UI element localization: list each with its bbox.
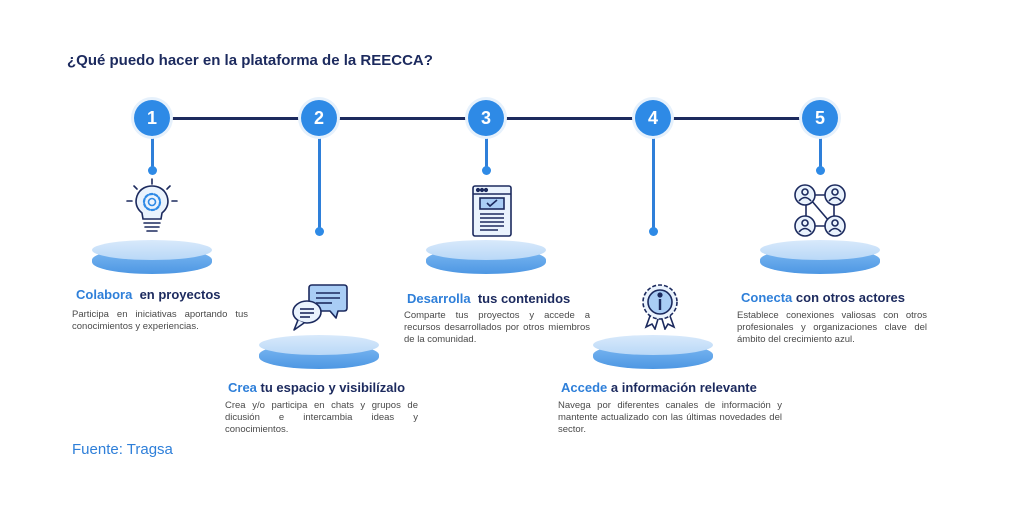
step-1-heading: Colabora en proyectos — [76, 287, 221, 302]
step-3-pedestal — [426, 240, 546, 276]
network-users-icon — [794, 184, 846, 237]
timeline-segment — [671, 117, 804, 120]
step-4-connector — [652, 136, 655, 229]
step-4-heading-accent: Accede — [561, 380, 608, 395]
page-title: ¿Qué puedo hacer en la plataforma de la … — [67, 52, 433, 69]
step-2-pedestal — [259, 335, 379, 371]
step-1-connector — [151, 136, 154, 169]
step-4-pedestal — [593, 335, 713, 371]
step-1-heading-accent: Colabora — [76, 287, 133, 302]
timeline-segment — [504, 117, 637, 120]
step-3-number: 3 — [468, 100, 504, 136]
step-3-heading-rest: tus contenidos — [477, 291, 571, 306]
step-4-heading: Accede a información relevante — [561, 380, 757, 395]
source-caption: Fuente: Tragsa — [72, 441, 173, 458]
step-2-connector — [318, 136, 321, 229]
step-3-dot — [482, 166, 491, 175]
step-2-heading-rest: tu espacio y visibilízalo — [260, 380, 406, 395]
step-1-dot — [148, 166, 157, 175]
chat-bubbles-icon — [292, 284, 348, 331]
lightbulb-gear-icon — [126, 178, 178, 232]
step-3-connector — [485, 136, 488, 169]
step-1-number: 1 — [134, 100, 170, 136]
info-badge-icon — [642, 284, 678, 330]
step-1-description: Participa en iniciativas aportando tus c… — [72, 309, 248, 332]
step-5-description: Establece conexiones valiosas con otros … — [737, 310, 927, 345]
step-5-heading-accent: Conecta — [741, 290, 793, 305]
timeline-segment — [170, 117, 303, 120]
step-5-number: 5 — [802, 100, 838, 136]
step-2-number: 2 — [301, 100, 337, 136]
step-1-heading-rest: en proyectos — [139, 287, 221, 302]
step-3-heading: Desarrolla tus contenidos — [407, 291, 570, 306]
step-2-dot — [315, 227, 324, 236]
step-2-heading-accent: Crea — [228, 380, 257, 395]
step-4-description: Navega por diferentes canales de informa… — [558, 400, 782, 435]
step-5-connector — [819, 136, 822, 169]
timeline-segment — [337, 117, 470, 120]
step-2-description: Crea y/o participa en chats y grupos de … — [225, 400, 418, 435]
step-4-dot — [649, 227, 658, 236]
step-5-pedestal — [760, 240, 880, 276]
step-5-heading-rest: con otros actores — [795, 290, 906, 305]
step-4-heading-rest: a información relevante — [610, 380, 757, 395]
step-4-number: 4 — [635, 100, 671, 136]
step-1-pedestal — [92, 240, 212, 276]
step-5-heading: Conecta con otros actores — [741, 290, 905, 305]
step-3-heading-accent: Desarrolla — [407, 291, 471, 306]
step-5-dot — [816, 166, 825, 175]
step-3-description: Comparte tus proyectos y accede a recurs… — [404, 310, 590, 345]
step-2-heading: Crea tu espacio y visibilízalo — [228, 380, 405, 395]
document-browser-icon — [472, 185, 512, 237]
